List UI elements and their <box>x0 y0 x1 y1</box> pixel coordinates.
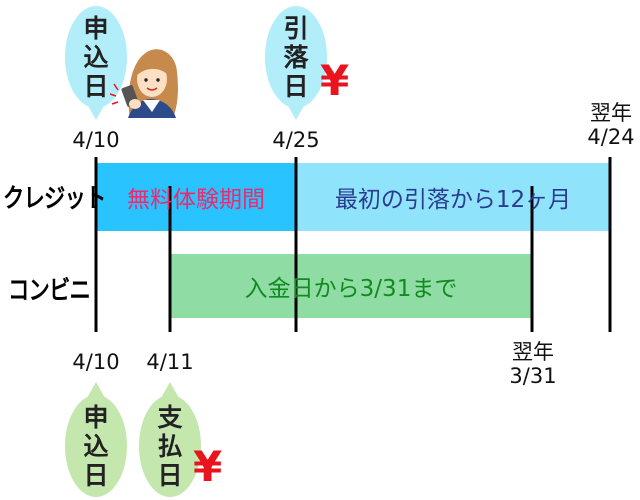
top-apply-char-1: 申 <box>83 14 109 43</box>
top-debit-char-2: 落 <box>283 43 309 72</box>
bottom-date-end: 翌年 3/31 <box>509 340 556 388</box>
bottom-pay-bubble-text: 支 払 日 <box>153 403 187 490</box>
top-apply-bubble-text: 申 込 日 <box>79 14 113 101</box>
top-date-apply: 4/10 <box>72 128 120 152</box>
bottom-date-apply: 4/10 <box>72 350 120 374</box>
top-date-end-line1: 翌年 <box>589 101 632 125</box>
top-date-debit: 4/25 <box>272 128 320 152</box>
row-label-credit: クレジット <box>3 184 106 214</box>
top-yen-icon: ¥ <box>320 56 350 105</box>
bottom-date-end-line2: 3/31 <box>509 364 557 388</box>
top-apply-char-2: 込 <box>83 43 109 72</box>
top-date-end: 翌年 4/24 <box>587 101 634 149</box>
bottom-apply-char-1: 申 <box>83 403 109 432</box>
top-debit-char-1: 引 <box>283 14 309 43</box>
bottom-apply-char-2: 込 <box>83 432 109 461</box>
bottom-pay-char-2: 払 <box>157 432 183 461</box>
bottom-apply-bubble <box>65 382 127 497</box>
credit-term-bar <box>296 163 610 231</box>
top-apply-bubble <box>65 6 127 120</box>
top-debit-bubble-text: 引 落 日 <box>279 14 313 101</box>
top-debit-bubble <box>265 6 327 120</box>
convenience-term-bar <box>170 254 532 318</box>
trial-bar <box>96 163 296 231</box>
row-label-convenience: コンビニ <box>8 276 91 306</box>
bottom-date-pay: 4/11 <box>146 350 194 374</box>
top-apply-char-3: 日 <box>83 72 109 101</box>
bottom-yen-icon: ¥ <box>193 442 223 491</box>
top-date-end-line2: 4/24 <box>587 125 635 149</box>
bottom-pay-bubble <box>139 382 201 497</box>
bottom-date-end-line1: 翌年 <box>511 340 554 364</box>
top-debit-char-3: 日 <box>283 72 309 101</box>
bottom-pay-char-3: 日 <box>157 461 183 490</box>
credit-term-bar-label: 最初の引落から12ヶ月 <box>334 187 572 213</box>
convenience-term-bar-label: 入金日から3/31まで <box>244 276 458 302</box>
bottom-apply-bubble-text: 申 込 日 <box>79 403 113 490</box>
bottom-apply-char-3: 日 <box>83 461 109 490</box>
woman-with-phone-icon <box>109 49 178 119</box>
trial-bar-label: 無料体験期間 <box>127 187 265 213</box>
bottom-pay-char-1: 支 <box>157 403 183 432</box>
